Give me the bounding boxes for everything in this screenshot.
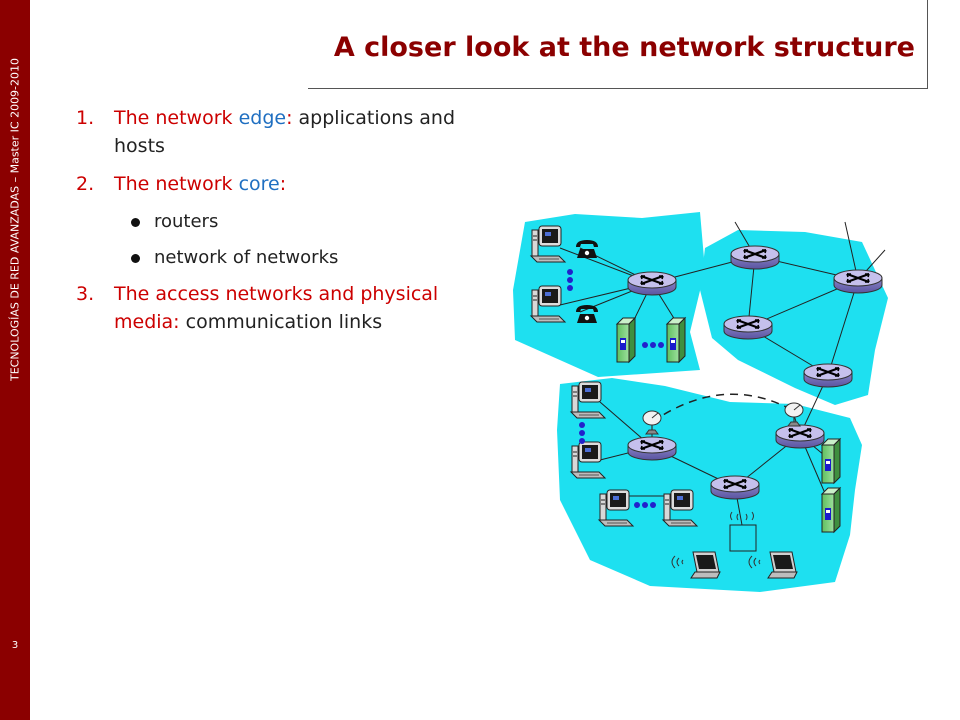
page-number: 3 [11, 640, 19, 651]
bullet-item-network-of-networks: network of networks [76, 244, 476, 272]
list-item-network-core: 2. The network core: [76, 170, 476, 198]
server-icon [821, 487, 841, 533]
network-cloud-left [513, 212, 705, 377]
ellipsis-dots-icon [634, 502, 656, 508]
list-keyword-edge: edge [238, 107, 287, 129]
title-divider-horizontal [308, 88, 928, 89]
network-cloud-right [700, 230, 888, 405]
router-icon [626, 435, 678, 462]
server-icon [821, 438, 841, 484]
list-item-access-networks: 3. The access networks and physical medi… [76, 280, 476, 336]
list-number: 2. [76, 173, 95, 195]
network-diagram [513, 212, 888, 592]
desktop-computer-icon [662, 489, 698, 527]
title-divider-vertical [927, 0, 928, 88]
list-text-rest: applications and hosts [114, 107, 456, 157]
server-icon [666, 317, 686, 363]
desktop-computer-icon [530, 225, 566, 263]
router-icon [802, 362, 854, 389]
list-item-network-edge: 1. The network edge: applications and ho… [76, 104, 476, 160]
bullet-item-routers: routers [76, 208, 476, 236]
slide-content: 1. The network edge: applications and ho… [76, 104, 476, 346]
wireless-access-point-icon [729, 524, 757, 552]
desktop-computer-icon [570, 441, 606, 479]
sidebar-course-label: TECNOLOGÍAS DE RED AVANZADAS – Master IC… [8, 57, 22, 382]
desktop-computer-icon [530, 285, 566, 323]
list-text-access: The access networks and physical media: [114, 283, 439, 333]
ellipsis-dots-icon [579, 422, 585, 444]
server-icon [616, 317, 636, 363]
list-number: 3. [76, 283, 95, 305]
ellipsis-dots-icon [642, 342, 664, 348]
router-icon [774, 423, 826, 450]
list-text-prefix: The network [114, 107, 239, 129]
router-icon [729, 244, 781, 271]
wireless-signal-icon [730, 511, 754, 521]
router-icon [626, 270, 678, 297]
list-colon: : [286, 107, 293, 129]
list-colon: : [279, 173, 287, 195]
sidebar: TECNOLOGÍAS DE RED AVANZADAS – Master IC… [0, 0, 30, 720]
desktop-computer-icon [570, 381, 606, 419]
list-keyword-core: core [238, 173, 280, 195]
router-icon [832, 268, 884, 295]
satellite-link [651, 393, 797, 423]
desktop-computer-icon [598, 489, 634, 527]
list-number: 1. [76, 107, 95, 129]
router-icon [709, 474, 761, 501]
list-text-prefix: The network [114, 173, 239, 195]
ellipsis-dots-icon [567, 269, 573, 291]
list-text-rest: communication links [179, 311, 383, 333]
router-icon [722, 314, 774, 341]
slide-title: A closer look at the network structure [333, 32, 915, 63]
